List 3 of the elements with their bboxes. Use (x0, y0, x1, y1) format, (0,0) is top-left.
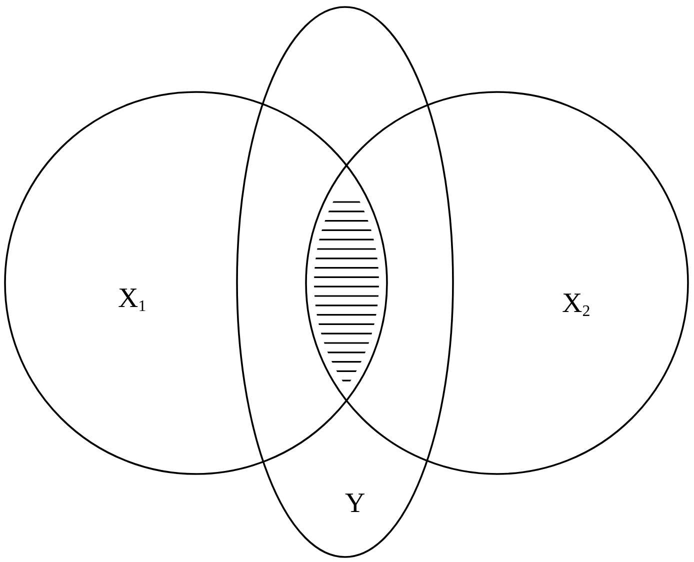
set-label: X$_{2}$ (562, 290, 590, 320)
set-label: Y (345, 490, 366, 518)
set-label: X$_{1}$ (118, 285, 146, 315)
